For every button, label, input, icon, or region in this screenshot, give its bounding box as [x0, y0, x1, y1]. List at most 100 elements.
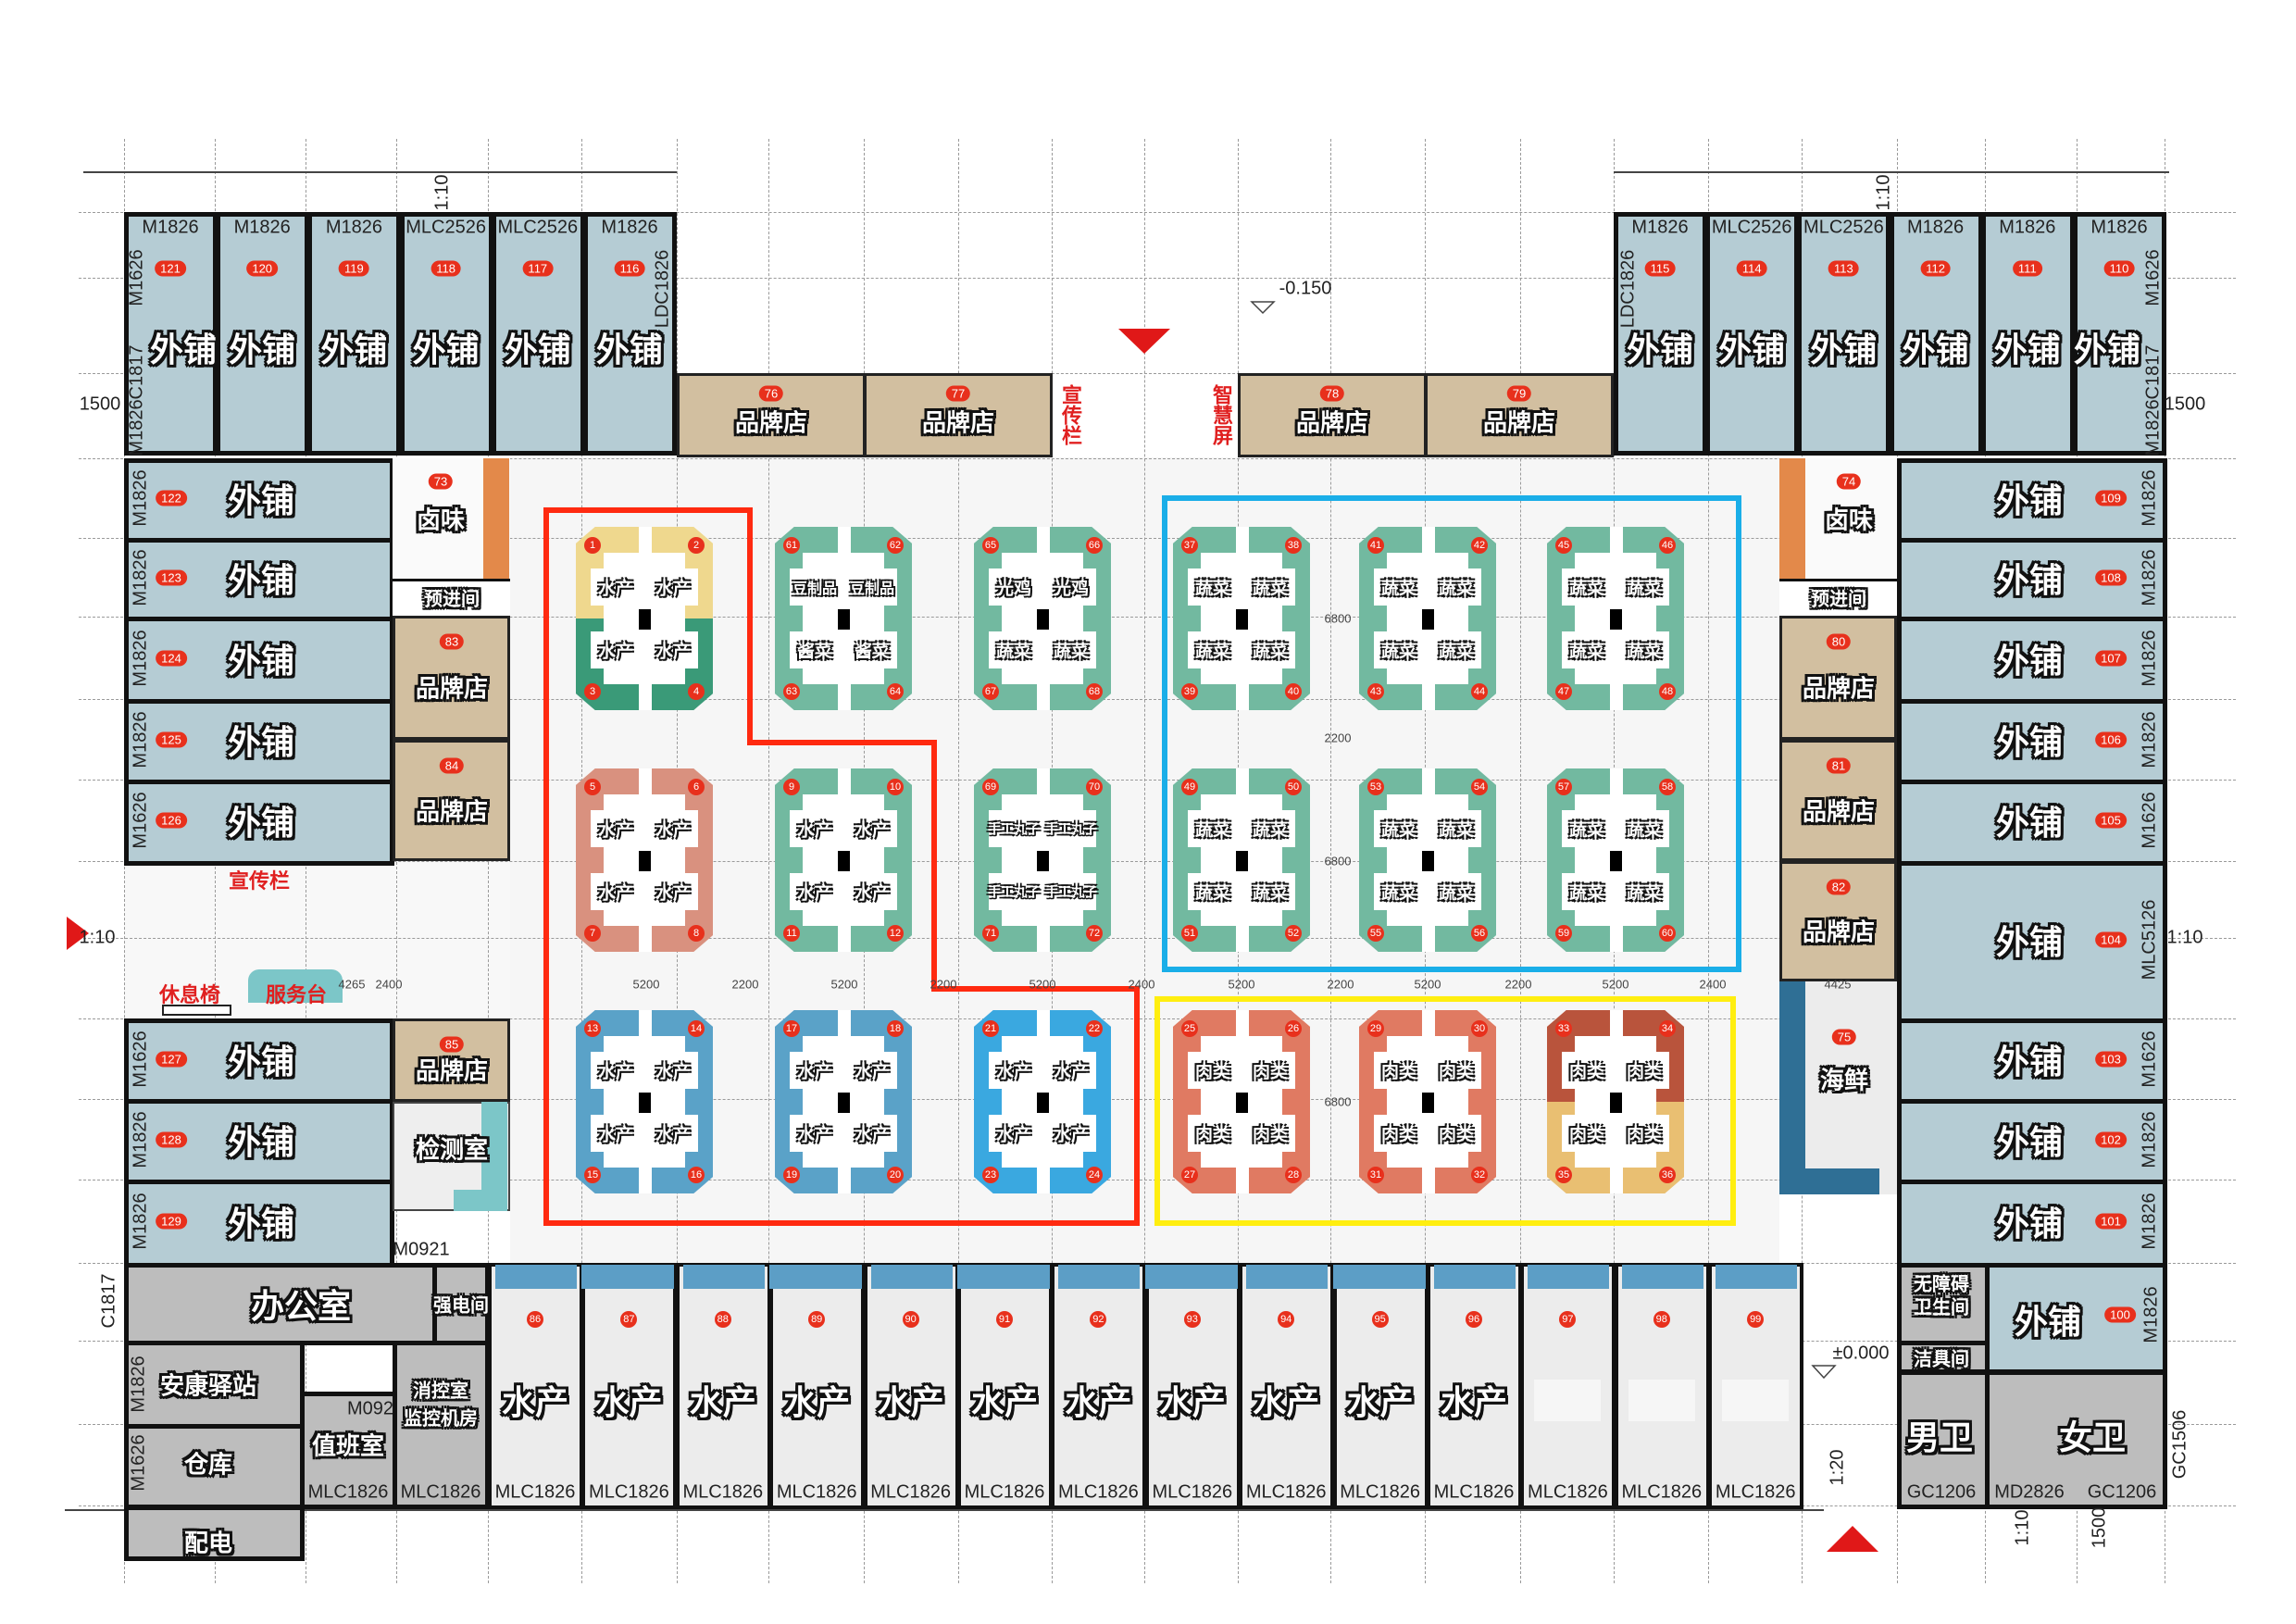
- womens-restroom[interactable]: [1985, 1370, 2167, 1509]
- scale-label: 1:10: [1873, 174, 1894, 211]
- shop-number-badge: 76: [758, 385, 784, 402]
- grid-axis-line: [79, 278, 2236, 279]
- shop-label: 外铺: [1810, 331, 1878, 369]
- shop-unit[interactable]: [1889, 212, 1983, 456]
- stall-number-badge: 26: [1285, 1020, 1302, 1037]
- stall-label: 水产: [796, 882, 833, 904]
- stall-label: 蔬菜: [1194, 882, 1231, 904]
- shop-unit[interactable]: [307, 212, 402, 456]
- stall-number-badge: 71: [982, 925, 999, 942]
- shop-unit[interactable]: [124, 780, 394, 866]
- shop-unit[interactable]: [1332, 1263, 1429, 1509]
- shop-label: 外铺: [1718, 331, 1786, 369]
- service-desk[interactable]: [248, 969, 343, 1003]
- shop-unit[interactable]: [399, 212, 493, 456]
- label-band: [790, 810, 897, 847]
- shop-unit[interactable]: [1980, 212, 2075, 456]
- shop-unit[interactable]: [124, 212, 218, 456]
- door-code: M1826: [233, 217, 291, 238]
- shop-label: 外铺: [227, 1043, 295, 1081]
- shop-unit[interactable]: [1705, 212, 1800, 456]
- shop-label: 外铺: [227, 723, 295, 762]
- shop-unit[interactable]: [769, 1263, 866, 1509]
- dimension-label: 4265: [338, 977, 366, 992]
- label-band: [1562, 810, 1669, 847]
- shop-unit[interactable]: [488, 1263, 583, 1509]
- shop-unit[interactable]: [957, 1263, 1053, 1509]
- shop-unit[interactable]: [1144, 1263, 1241, 1509]
- stall-label: 蔬菜: [1380, 819, 1417, 841]
- stall-label: 肉类: [1626, 1061, 1663, 1082]
- stall-label: 肉类: [1438, 1124, 1475, 1145]
- shop-unit[interactable]: [491, 212, 585, 456]
- door-code: M1826: [142, 217, 199, 238]
- shop-number-badge: 105: [2095, 812, 2127, 829]
- womens-label: 女卫: [2058, 1419, 2127, 1457]
- door-code: MLC1826: [1152, 1481, 1233, 1503]
- shop-number-badge: 96: [1466, 1311, 1482, 1328]
- grid-axis-line: [79, 538, 2236, 539]
- door-code: M1826: [325, 217, 382, 238]
- label-band: [591, 1052, 698, 1089]
- stall-label: 手工丸子: [1045, 885, 1097, 900]
- shop-unit[interactable]: [2073, 212, 2166, 456]
- shop-unit[interactable]: [1614, 212, 1707, 456]
- deli-label: 卤味: [416, 506, 466, 535]
- shop-unit[interactable]: [216, 212, 310, 456]
- power-room-label: 强电间: [433, 1293, 489, 1317]
- shop-label: 外铺: [412, 331, 480, 369]
- span-label: 1500: [2089, 1506, 2110, 1549]
- stall-number-badge: 35: [1555, 1167, 1572, 1183]
- shop-label: 水产: [1440, 1384, 1508, 1422]
- stall-number-badge: 27: [1181, 1167, 1198, 1183]
- label-band: [1188, 631, 1295, 668]
- stall-number-badge: 19: [783, 1167, 800, 1183]
- deli-counter: [1779, 458, 1805, 579]
- storage-room[interactable]: [124, 1424, 305, 1509]
- counter-strip: [1434, 1265, 1516, 1289]
- counter-strip: [1144, 1265, 1238, 1289]
- shop-unit[interactable]: [1797, 212, 1891, 456]
- counter-strip: [957, 1265, 1050, 1289]
- stall-number-badge: 25: [1181, 1020, 1198, 1037]
- brand-store[interactable]: [393, 1018, 510, 1102]
- shop-unit[interactable]: [863, 1263, 959, 1509]
- mens-restroom[interactable]: [1897, 1370, 1990, 1509]
- stall-number-badge: 45: [1555, 537, 1572, 554]
- stall-number-badge: 15: [584, 1167, 601, 1183]
- stall-number-badge: 61: [783, 537, 800, 554]
- door-code: MLC2526: [1803, 217, 1884, 238]
- column: [1422, 851, 1434, 871]
- shop-number-badge: 84: [439, 757, 465, 774]
- distribution-label: 配电: [183, 1530, 233, 1558]
- stall-number-badge: 38: [1285, 537, 1302, 554]
- stall-label: 蔬菜: [1380, 882, 1417, 904]
- bench: [162, 1005, 231, 1016]
- fire-control-room[interactable]: [393, 1341, 490, 1509]
- shop-unit[interactable]: [1051, 1263, 1147, 1509]
- shop-number-badge: 108: [2095, 569, 2127, 585]
- label-band: [790, 1115, 897, 1152]
- stall-label: 水产: [597, 1061, 634, 1082]
- label-band: [1562, 1115, 1669, 1152]
- mens-label: 男卫: [1905, 1419, 1974, 1457]
- shop-label: 外铺: [320, 331, 388, 369]
- label-band: [989, 631, 1096, 668]
- health-station[interactable]: [124, 1341, 305, 1429]
- shop-unit[interactable]: [1985, 1263, 2167, 1374]
- brand-store[interactable]: [1238, 373, 1427, 457]
- shop-label: 外铺: [227, 1206, 295, 1243]
- shop-unit[interactable]: [675, 1263, 771, 1509]
- shop-label: 外铺: [1993, 331, 2061, 369]
- shop-number-badge: 104: [2095, 931, 2127, 948]
- duty-room[interactable]: [300, 1392, 397, 1509]
- dimension-label: 6800: [1324, 854, 1352, 868]
- distribution-room[interactable]: [124, 1505, 305, 1561]
- power-room[interactable]: [432, 1263, 490, 1345]
- shop-unit[interactable]: [1427, 1263, 1522, 1509]
- dimension-label: 5200: [632, 977, 660, 992]
- brand-store[interactable]: [1779, 740, 1897, 861]
- shop-unit[interactable]: [583, 212, 677, 456]
- promo-board-label: 宣传栏: [1058, 384, 1081, 445]
